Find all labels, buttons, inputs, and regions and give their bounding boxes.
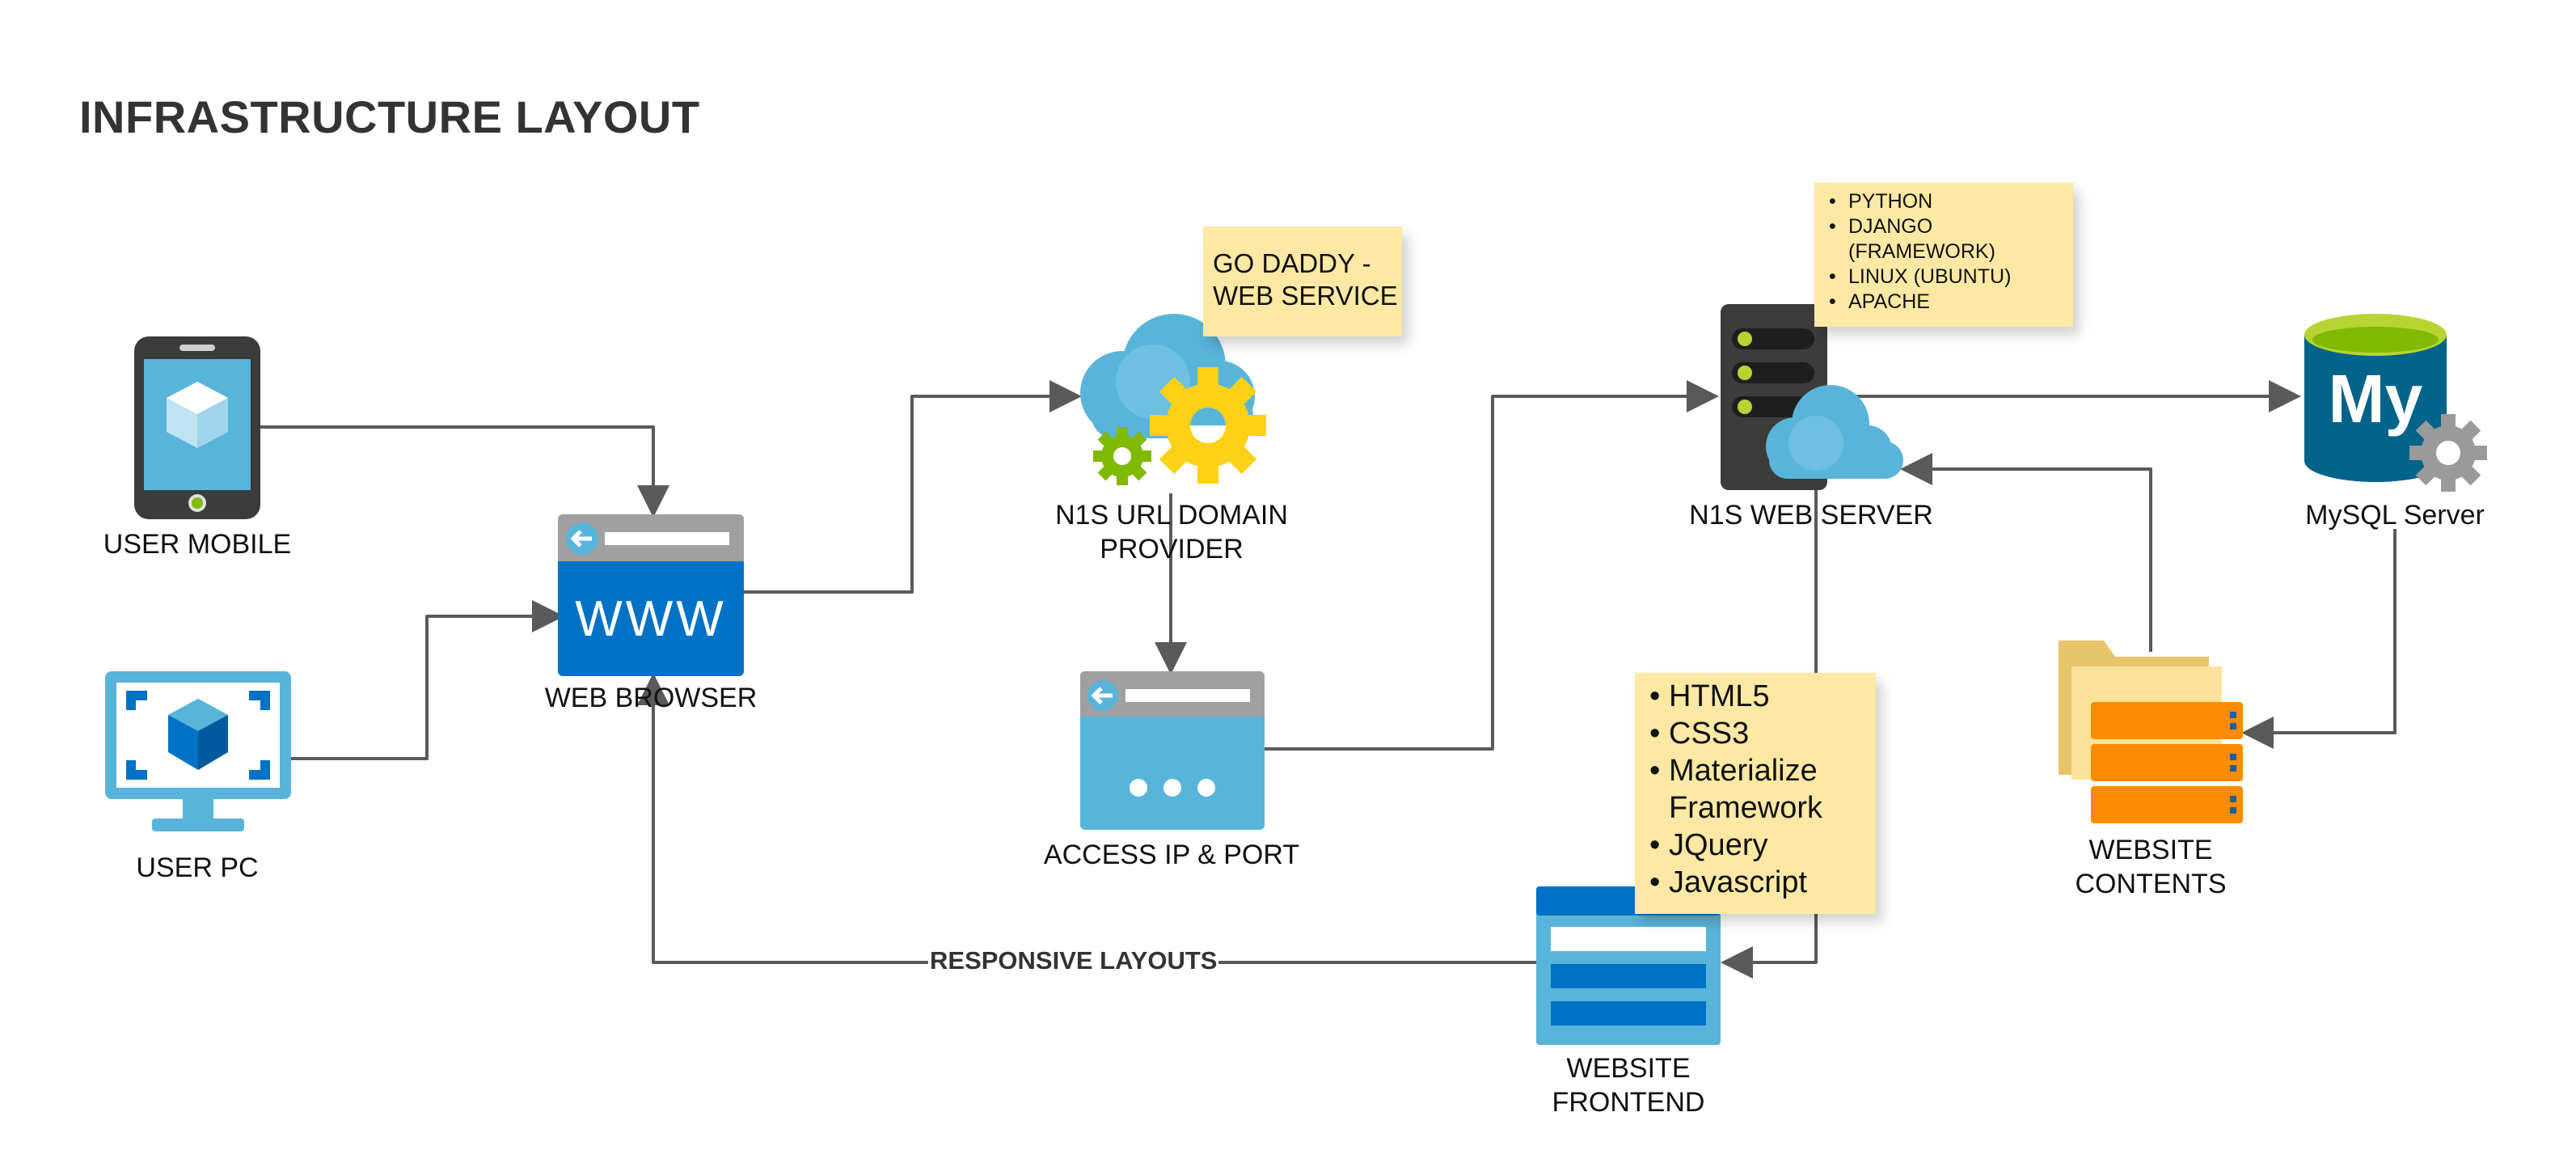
svg-text:WWW: WWW xyxy=(575,591,727,647)
frontend-stack-item: Materialize Framework xyxy=(1635,752,1876,827)
access-ip-label: ACCESS IP & PORT xyxy=(1043,839,1300,870)
frontend-stack-note: HTML5 CSS3 Materialize Framework JQuery … xyxy=(1635,673,1876,914)
server-stack-item: DJANGO (FRAMEWORK) xyxy=(1814,214,2073,264)
user-mobile-label: USER MOBILE xyxy=(103,529,292,560)
mysql-database-icon: My xyxy=(2296,311,2490,501)
mobile-phone-icon xyxy=(134,336,260,523)
edge-access-to-server xyxy=(1263,380,1719,751)
server-stack-item: APACHE xyxy=(1814,290,2073,315)
website-frontend-label: WEBSITE FRONTEND xyxy=(1552,1053,1705,1118)
server-stack-item: LINUX (UBUNTU) xyxy=(1814,264,2073,290)
server-cloud-icon xyxy=(1721,304,1915,494)
edge-server-to-frontend xyxy=(1721,474,1818,979)
cloud-gears-icon xyxy=(1075,304,1269,494)
edge-contents-to-server xyxy=(1900,453,2152,652)
frontend-stack-item: CSS3 xyxy=(1635,715,1876,752)
edge-mysql-to-contents xyxy=(2241,529,2397,749)
mysql-label: MySQL Server xyxy=(2305,500,2485,531)
edge-frontend-to-browser xyxy=(637,673,1538,964)
edge-browser-to-provider xyxy=(744,380,1082,594)
frontend-stack-list: HTML5 CSS3 Materialize Framework JQuery … xyxy=(1635,673,1876,901)
server-stack-list: PYTHON DJANGO (FRAMEWORK) LINUX (UBUNTU)… xyxy=(1814,183,2073,315)
folder-storage-icon xyxy=(2059,641,2253,831)
server-stack-item: PYTHON xyxy=(1814,189,2073,214)
frontend-stack-item: HTML5 xyxy=(1635,678,1876,715)
edge-pc-to-browser xyxy=(285,600,564,760)
svg-text:My: My xyxy=(2329,361,2423,437)
server-stack-note: PYTHON DJANGO (FRAMEWORK) LINUX (UBUNTU)… xyxy=(1814,183,2073,327)
go-daddy-note-text: GO DADDY - WEB SERVICE xyxy=(1213,248,1398,311)
edge-mobile-to-browser xyxy=(257,425,669,518)
url-provider-label: N1S URL DOMAIN PROVIDER xyxy=(1055,500,1288,565)
desktop-pc-icon xyxy=(105,671,291,845)
access-window-icon xyxy=(1080,671,1265,834)
web-server-label: N1S WEB SERVER xyxy=(1689,500,1933,531)
responsive-layouts-edge-label: RESPONSIVE LAYOUTS xyxy=(928,946,1219,975)
go-daddy-note: GO DADDY - WEB SERVICE xyxy=(1203,226,1402,336)
frontend-stack-item: JQuery xyxy=(1635,827,1876,864)
website-contents-label: WEBSITE CONTENTS xyxy=(2075,835,2227,899)
web-browser-label: WEB BROWSER xyxy=(544,683,758,713)
web-browser-icon: WWW xyxy=(558,514,744,680)
diagram-title: INFRASTRUCTURE LAYOUT xyxy=(79,91,700,142)
user-pc-label: USER PC xyxy=(136,852,259,883)
frontend-stack-item: Javascript xyxy=(1635,864,1876,901)
